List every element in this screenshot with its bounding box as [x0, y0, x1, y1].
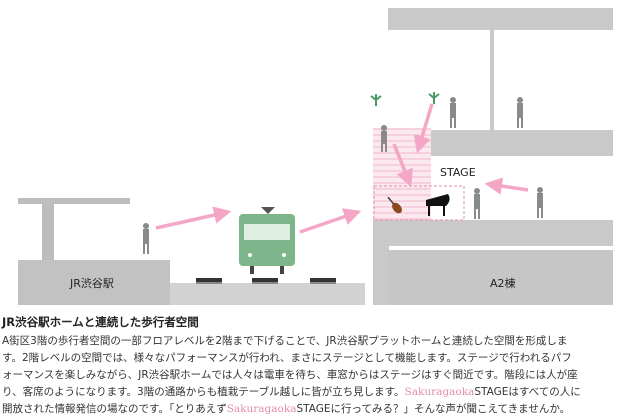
platform-canopy [18, 198, 130, 260]
flow-arrows [155, 103, 529, 234]
brand-name: Sakuragaoka [404, 386, 475, 398]
jr-station-label: JR渋谷駅 [69, 277, 114, 290]
person-figure [381, 125, 387, 152]
caption-line: A街区3階の歩行者空間の一部フロアレベルを2階まで下げることで、JR渋谷駅プラッ… [2, 335, 568, 347]
caption: JR渋谷駅ホームと連続した歩行者空間 A街区3階の歩行者空間の一部フロアレベルを… [0, 314, 628, 418]
person-figure [450, 97, 456, 128]
caption-line: す。2階レベルの空間では、様々なパフォーマンスが行われ、まさにステージとして機能… [2, 352, 572, 364]
plant-icon [428, 92, 440, 104]
section-diagram: JR渋谷駅 A2棟 STAGE [18, 8, 613, 305]
a2-building-label: A2棟 [490, 276, 516, 290]
caption-line: STAGEに行ってみる？」そんな声が聞こえてきませんか。 [296, 403, 571, 415]
brand-name: Sakuragaoka [226, 403, 297, 415]
plant-icon [370, 94, 382, 106]
jr-platform [18, 260, 170, 305]
person-figure [143, 223, 149, 254]
violin-icon [387, 196, 402, 214]
person-figure [474, 188, 480, 219]
stage-area [373, 185, 465, 221]
train [239, 207, 295, 274]
caption-line: 開放された情報発信の場なのです。「とりあえず [2, 403, 227, 415]
grand-piano-icon [426, 194, 450, 216]
caption-line: ォーマンスを楽しみながら、JR渋谷駅ホームでは人々は電車を待ち、車窓からはステー… [2, 369, 578, 381]
caption-title: JR渋谷駅ホームと連続した歩行者空間 [2, 315, 199, 329]
caption-line: STAGEはすべての人に [474, 386, 581, 398]
a2-building [373, 8, 613, 305]
caption-line: り、客席のようになります。3階の通路からも植栽テーブル越しに皆が立ち見します。 [2, 386, 405, 398]
track-bed [170, 278, 365, 305]
stage-label: STAGE [440, 166, 476, 179]
person-figure [537, 187, 543, 218]
caption-body: A街区3階の歩行者空間の一部フロアレベルを2階まで下げることで、JR渋谷駅プラッ… [2, 333, 628, 418]
person-figure [517, 97, 523, 128]
